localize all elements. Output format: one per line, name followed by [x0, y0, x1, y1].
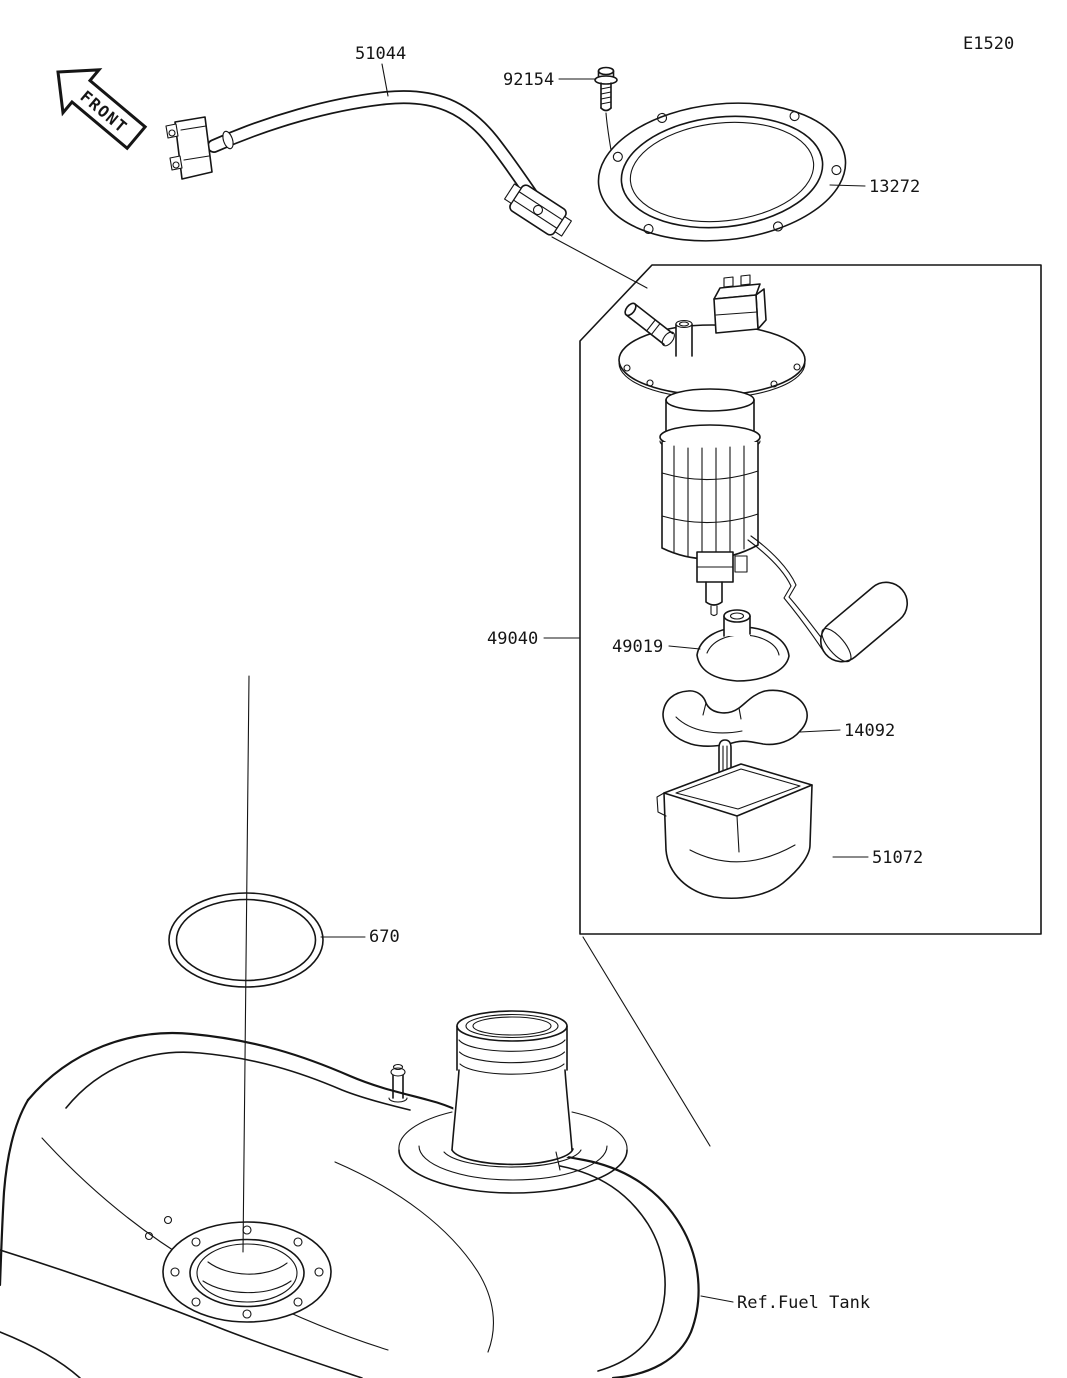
- front-arrow: FRONT: [56, 68, 148, 151]
- hose-outline: [207, 90, 540, 204]
- hose-part-label: 51044: [355, 44, 406, 64]
- hose-left-fitting: [165, 116, 234, 180]
- pump-outlet-tube: [624, 302, 675, 347]
- filter-leader-line: [668, 645, 701, 650]
- gasket-part-label: 13272: [869, 177, 920, 197]
- pump-body: [659, 388, 761, 617]
- tank-stud: [144, 1231, 154, 1241]
- fuel-pump-assembly: [618, 274, 909, 663]
- alignment-lines: [242, 675, 711, 1253]
- case-part-label: 51072: [872, 848, 923, 868]
- vent-nipple: [388, 1063, 408, 1103]
- filler-boss: [398, 1149, 628, 1194]
- tank-stud: [163, 1215, 173, 1225]
- hose-inner: [208, 91, 539, 203]
- o-ring-part-label: 670: [369, 927, 400, 947]
- pump-mount-ring: [162, 1221, 332, 1323]
- filter-part-label: 49019: [612, 637, 663, 657]
- pump-vent: [675, 319, 693, 357]
- bolt-part-label: 92154: [503, 70, 554, 90]
- damper-part-label: 14092: [844, 721, 895, 741]
- gasket: [597, 102, 847, 242]
- fuel-hose: [165, 90, 648, 289]
- float-arm: [747, 535, 830, 653]
- assembly-box: [579, 264, 1042, 935]
- damper-leader-line: [799, 729, 841, 733]
- ref-fuel-tank-label: Ref.Fuel Tank: [737, 1293, 870, 1313]
- front-arrow-shape: [56, 68, 148, 151]
- bolt: [594, 66, 618, 151]
- damper: [662, 689, 808, 747]
- hose-connection-line: [551, 236, 648, 289]
- pump-assembly-part-label: 49040: [487, 629, 538, 649]
- tank-leader-line: [700, 1295, 734, 1303]
- filler-neck: [443, 1010, 582, 1171]
- fuel-filter: [696, 609, 790, 682]
- pump-connector: [713, 274, 767, 334]
- bolt-alignment-line: [605, 112, 612, 151]
- pump-case: [656, 739, 813, 900]
- float: [819, 581, 909, 663]
- hose-right-fitting: [504, 183, 572, 237]
- part-labels: E1520 51044 92154 13272 49040 49019 1409…: [320, 34, 1014, 1313]
- hose-leader-line: [381, 63, 389, 97]
- gasket-leader-line: [829, 184, 866, 187]
- page-code-label: E1520: [963, 34, 1014, 54]
- fuel-tank: [0, 1010, 700, 1378]
